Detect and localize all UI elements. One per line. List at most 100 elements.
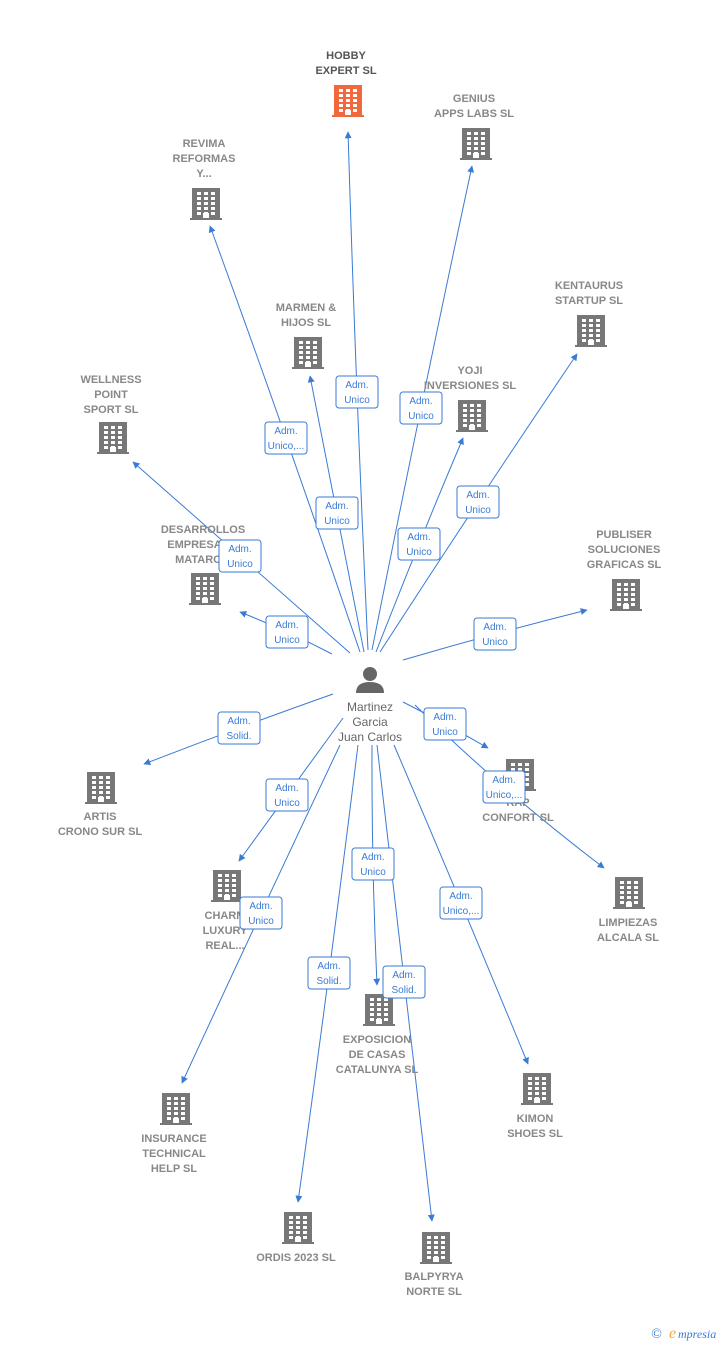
company-label[interactable]: POINT — [94, 389, 128, 401]
company-label[interactable]: KIMON — [517, 1113, 554, 1125]
edge-label-box[interactable] — [456, 485, 500, 519]
edge-label-artis-crono-sur[interactable]: Adm.Solid. — [217, 711, 261, 745]
company-node-yoji-inversiones[interactable]: YOJI INVERSIONES SL — [424, 365, 517, 432]
company-node-limpiezas-alcala[interactable]: LIMPIEZAS ALCALA SL — [597, 877, 659, 944]
company-label[interactable]: NORTE SL — [406, 1286, 462, 1298]
company-label[interactable]: STARTUP SL — [555, 295, 623, 307]
company-node-marmen-hijos[interactable]: MARMEN & HIJOS SL — [276, 302, 337, 369]
edge-label-box[interactable] — [351, 847, 395, 881]
company-node-revima-reformas[interactable]: REVIMA REFORMAS Y... — [173, 138, 236, 220]
company-node-exposicion-de-casas-catalunya[interactable]: EXPOSICION DE CASAS CATALUNYA SL — [336, 994, 419, 1076]
edge-label-kentaurus-startup[interactable]: Adm.Unico — [456, 485, 500, 519]
edge-label-box[interactable] — [473, 617, 517, 651]
company-label[interactable]: PUBLISER — [596, 529, 652, 541]
edge-label-box[interactable] — [217, 711, 261, 745]
edge-label-wellness-point-sport[interactable]: Adm.Unico — [218, 539, 262, 573]
edge-label-ordis-2023[interactable]: Adm.Solid. — [307, 956, 351, 990]
company-label[interactable]: ARTIS — [84, 811, 117, 823]
edge-label-exposicion-de-casas-catalunya[interactable]: Adm.Unico — [351, 847, 395, 881]
company-label[interactable]: CHARM — [205, 910, 246, 922]
edge-label-yoji-inversiones[interactable]: Adm. Unico — [397, 527, 441, 561]
company-label[interactable]: CATALUNYA SL — [336, 1064, 419, 1076]
edge-label-publiser-soluciones-graficas[interactable]: Adm.Unico — [473, 617, 517, 651]
company-label[interactable]: Y... — [196, 168, 211, 180]
edge-label-box[interactable] — [218, 539, 262, 573]
company-label[interactable]: HELP SL — [151, 1163, 198, 1175]
edge-label-box[interactable] — [264, 421, 308, 455]
edge-label-text: Adm. — [492, 775, 515, 786]
company-node-publiser-soluciones-graficas[interactable]: PUBLISER SOLUCIONES GRAFICAS SL — [587, 529, 662, 611]
company-label[interactable]: BALPYRYA — [404, 1271, 463, 1283]
company-node-insurance-technical-help[interactable]: INSURANCE TECHNICAL HELP SL — [141, 1093, 207, 1175]
edge-label-box[interactable] — [335, 375, 379, 409]
company-node-balpyrya-norte[interactable]: BALPYRYA NORTE SL — [404, 1232, 464, 1298]
company-node-kimon-shoes[interactable]: KIMON SHOES SL — [507, 1073, 563, 1140]
building-icon — [85, 772, 117, 804]
company-label[interactable]: WELLNESS — [80, 374, 141, 386]
company-node-kentaurus-startup[interactable]: KENTAURUS STARTUP SL — [555, 280, 623, 347]
company-label[interactable]: REVIMA — [183, 138, 226, 150]
company-label[interactable]: SHOES SL — [507, 1128, 563, 1140]
company-node-wellness-point-sport[interactable]: WELLNESS POINT SPORT SL — [80, 374, 142, 454]
company-label[interactable]: ORDIS 2023 SL — [256, 1252, 336, 1264]
company-label[interactable]: REFORMAS — [173, 153, 236, 165]
company-label[interactable]: CONFORT SL — [482, 812, 554, 824]
edge-label-marmen-hijos[interactable]: Adm.Unico — [315, 496, 359, 530]
edge-label-box[interactable] — [265, 778, 309, 812]
company-node-genius-apps-labs[interactable]: GENIUS APPS LABS SL — [434, 93, 514, 160]
company-node-hobby-expert[interactable]: HOBBY EXPERT SL — [315, 50, 377, 117]
company-label[interactable]: ALCALA SL — [597, 932, 659, 944]
company-label[interactable]: LUXURY — [203, 925, 248, 937]
person-name[interactable]: Juan Carlos — [338, 730, 402, 744]
company-label[interactable]: CRONO SUR SL — [58, 826, 143, 838]
edge-label-box[interactable] — [315, 496, 359, 530]
company-label[interactable]: SOLUCIONES — [588, 544, 661, 556]
company-label[interactable]: GENIUS — [453, 93, 495, 105]
edge-label-desarrollos-empresariales-mataro[interactable]: Adm.Unico — [265, 615, 309, 649]
edge-label-box[interactable] — [265, 615, 309, 649]
company-label[interactable]: TECHNICAL — [142, 1148, 206, 1160]
edge-label-kimon-shoes[interactable]: Adm.Unico,... — [439, 886, 483, 920]
edge-label-rap-confort[interactable]: Adm.Unico — [423, 707, 467, 741]
edge-label-box[interactable] — [423, 707, 467, 741]
edge-label-box[interactable] — [482, 770, 526, 804]
person-name[interactable]: Martinez — [347, 700, 393, 714]
edge-label-insurance-technical-help[interactable]: Adm.Unico — [239, 896, 283, 930]
edge-label-hobby-expert[interactable]: Adm.Unico — [335, 375, 379, 409]
edge-label-limpiezas-alcala[interactable]: Adm.Unico,... — [482, 770, 526, 804]
company-label[interactable]: HOBBY — [326, 50, 366, 62]
company-label[interactable]: GRAFICAS SL — [587, 559, 662, 571]
edge-label-box[interactable] — [382, 965, 426, 999]
company-label[interactable]: APPS LABS SL — [434, 108, 514, 120]
person-name[interactable]: Garcia — [352, 715, 388, 729]
company-label[interactable]: DE CASAS — [349, 1049, 406, 1061]
edge-label-balpyrya-norte[interactable]: Adm.Solid. — [382, 965, 426, 999]
edge-label-box[interactable] — [399, 391, 443, 425]
edge-label-revima-reformas[interactable]: Adm.Unico,... — [264, 421, 308, 455]
company-label[interactable]: EXPERT SL — [315, 65, 376, 77]
company-label[interactable]: INSURANCE — [141, 1133, 206, 1145]
company-label[interactable]: SPORT SL — [83, 404, 138, 416]
edge-label-genius-apps-labs[interactable]: Adm.Unico — [399, 391, 443, 425]
edge-label-charm-luxury-real[interactable]: Adm.Unico — [265, 778, 309, 812]
company-node-artis-crono-sur[interactable]: ARTIS CRONO SUR SL — [58, 772, 143, 838]
company-node-ordis-2023[interactable]: ORDIS 2023 SL — [256, 1212, 336, 1264]
edge-label-box[interactable] — [397, 527, 441, 561]
edge-label-text: Adm. — [407, 532, 430, 543]
edge-label-box[interactable] — [439, 886, 483, 920]
edge-label-box[interactable] — [239, 896, 283, 930]
company-label[interactable]: YOJI — [457, 365, 482, 377]
edge-label-text: Unico — [406, 547, 432, 558]
company-label[interactable]: MATARO... — [175, 554, 231, 566]
edge-label-box[interactable] — [307, 956, 351, 990]
company-node-charm-luxury-real[interactable]: CHARM LUXURY REAL... — [203, 870, 248, 952]
company-label[interactable]: EXPOSICION — [343, 1034, 412, 1046]
company-label[interactable]: LIMPIEZAS — [599, 917, 658, 929]
company-label[interactable]: MARMEN & — [276, 302, 337, 314]
company-label[interactable]: REAL... — [205, 940, 244, 952]
company-label[interactable]: KENTAURUS — [555, 280, 623, 292]
company-label[interactable]: DESARROLLOS — [161, 524, 245, 536]
company-label[interactable]: HIJOS SL — [281, 317, 331, 329]
company-label[interactable]: INVERSIONES SL — [424, 380, 517, 392]
